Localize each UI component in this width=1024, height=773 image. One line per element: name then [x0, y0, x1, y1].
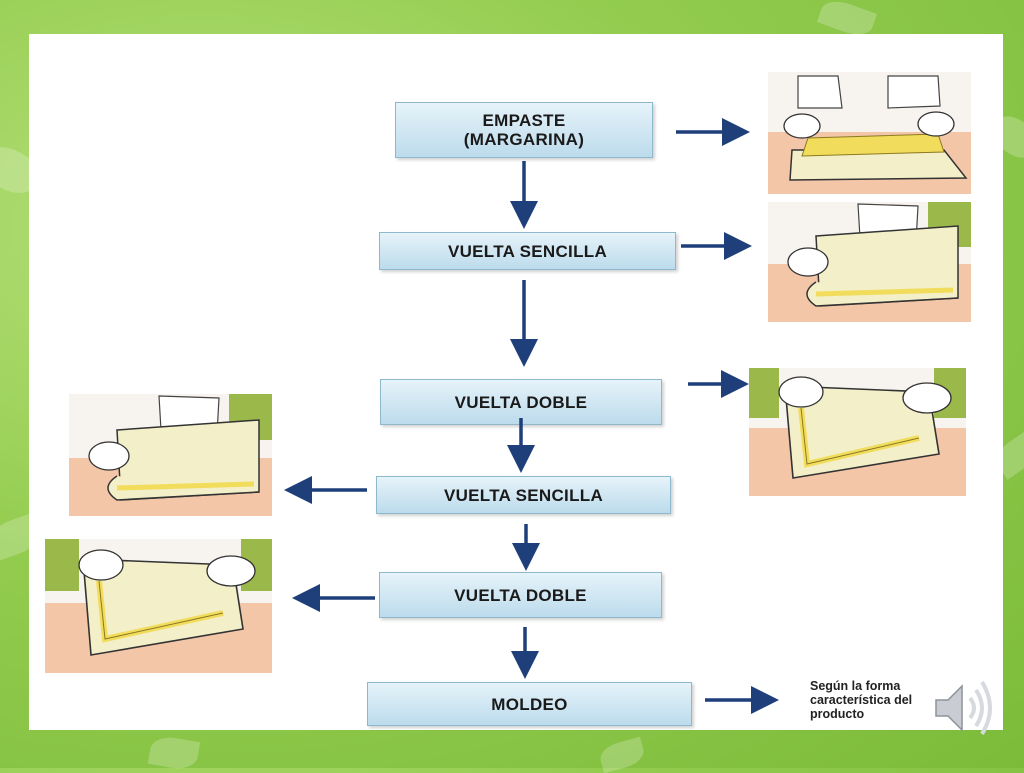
- step-empaste-box: EMPASTE (MARGARINA): [395, 102, 653, 158]
- single-fold-icon: [768, 202, 971, 322]
- background-leaf: [147, 734, 201, 772]
- slide-canvas: EMPASTE (MARGARINA) VUELTA SENCILLA VUEL…: [29, 34, 1003, 730]
- moldeo-note: Según la forma característica del produc…: [810, 679, 913, 721]
- speaker-icon[interactable]: [930, 676, 996, 740]
- step-vuelta-doble-1-box: VUELTA DOBLE: [380, 379, 662, 425]
- step-vuelta-sencilla-2-box: VUELTA SENCILLA: [376, 476, 671, 514]
- flow-arrows: [284, 118, 779, 714]
- single-fold-icon: [69, 394, 272, 516]
- step-vuelta-doble-2-box: VUELTA DOBLE: [379, 572, 662, 618]
- double-fold-icon: [749, 368, 966, 496]
- double-fold-icon: [45, 539, 272, 673]
- step-moldeo-box: MOLDEO: [367, 682, 692, 726]
- step-vuelta-sencilla-1-box: VUELTA SENCILLA: [379, 232, 676, 270]
- spreading-margarine-on-dough-icon: [768, 72, 971, 194]
